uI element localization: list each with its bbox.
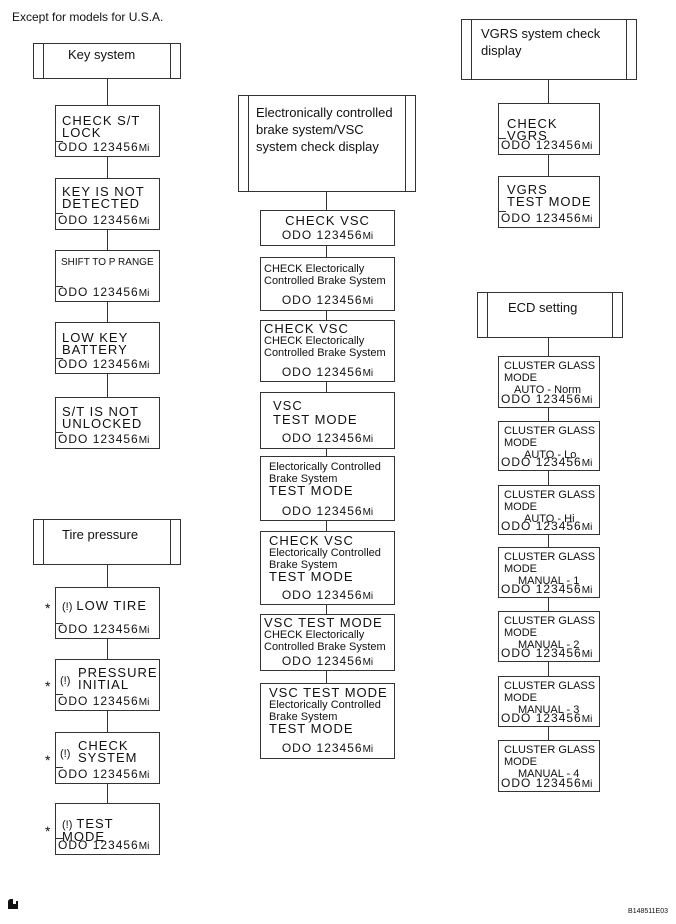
display-check-vsc: CHECK VSC ODO 123456Mi (260, 210, 395, 246)
key-system-header: Key system (33, 43, 181, 79)
star-mark: * (45, 678, 51, 694)
star-mark: * (45, 752, 51, 768)
ecd-header: ECD setting (477, 292, 623, 338)
tire-warning-icon: (!) (60, 675, 71, 687)
header-text: VGRS system check display (481, 26, 601, 58)
vgrs-header: VGRS system check display (461, 19, 637, 80)
header-text: Electronically controlled brake system/V… (256, 105, 393, 154)
tire-warning-icon: (!) (62, 601, 73, 613)
display-shift-to-p-range: SHIFT TO P RANGE ODO 123456Mi (55, 250, 160, 302)
display-test-mode: (!)TEST MODE ODO 123456Mi (55, 803, 160, 855)
header-text: ECD setting (508, 300, 578, 315)
header-text: Key system (68, 47, 136, 62)
figure-id: B148511E03 (628, 908, 668, 915)
brake-vsc-header: Electronically controlled brake system/V… (238, 95, 416, 192)
display-low-tire: (!)LOW TIRE ODO 123456Mi (55, 587, 160, 639)
toyota-mark-icon (8, 899, 18, 909)
tire-warning-icon: (!) (60, 748, 71, 760)
header-text: Tire pressure (62, 527, 139, 542)
star-mark: * (45, 823, 51, 839)
star-mark: * (45, 600, 51, 616)
tire-pressure-header: Tire pressure (33, 519, 181, 565)
display-check-vgrs: CHECK VGRS ODO 123456Mi (498, 103, 600, 155)
region-note: Except for models for U.S.A. (12, 10, 164, 24)
tire-warning-icon: (!) (62, 819, 73, 831)
